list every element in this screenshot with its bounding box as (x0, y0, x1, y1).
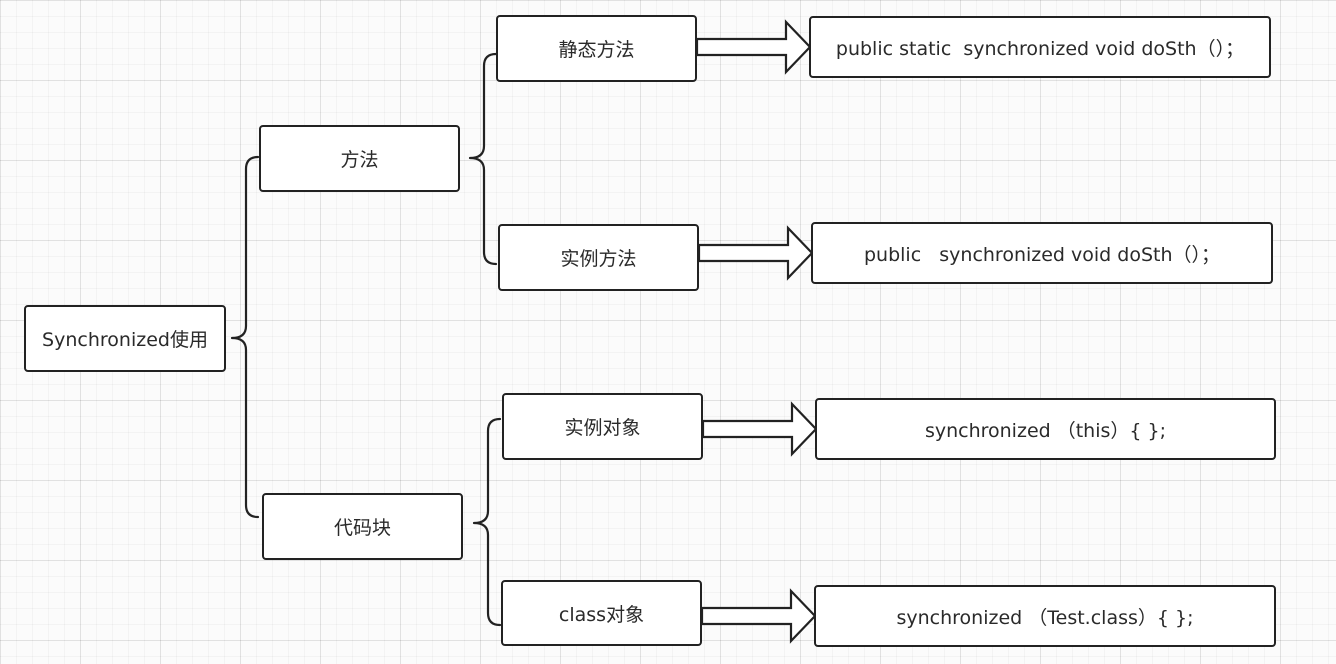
arrow-static-method (695, 19, 812, 75)
brace-code-block (472, 417, 502, 627)
arrow-class-object (700, 588, 817, 644)
root-node: Synchronized使用 (24, 305, 226, 372)
instance-method-node: 实例方法 (498, 224, 699, 291)
arrow-instance-method (697, 225, 814, 281)
instance-method-label: 实例方法 (560, 248, 637, 270)
brace-root (230, 155, 260, 519)
instance-object-code: synchronized （this）{ }; (924, 419, 1167, 442)
instance-object-label: 实例对象 (564, 417, 641, 439)
static-method-code: public static synchronized void doSth（）； (835, 37, 1245, 60)
root-label: Synchronized使用 (42, 329, 208, 351)
code-block-node: 代码块 (262, 493, 463, 560)
static-method-label: 静态方法 (558, 39, 635, 61)
class-object-code: synchronized （Test.class）{ }; (896, 606, 1194, 629)
instance-method-code: public synchronized void doSth（）； (863, 243, 1221, 266)
static-method-node: 静态方法 (496, 15, 697, 82)
arrow-instance-object (701, 401, 818, 457)
instance-object-code-node: synchronized （this）{ }; (815, 398, 1276, 460)
instance-object-node: 实例对象 (502, 393, 703, 460)
class-object-label: class对象 (558, 603, 645, 626)
static-method-code-node: public static synchronized void doSth（）； (809, 16, 1271, 78)
class-object-code-node: synchronized （Test.class）{ }; (814, 585, 1276, 647)
brace-method (468, 52, 498, 266)
code-block-label: 代码块 (333, 517, 391, 539)
class-object-node: class对象 (501, 580, 702, 646)
instance-method-code-node: public synchronized void doSth（）； (811, 222, 1273, 284)
method-node: 方法 (259, 125, 460, 192)
method-label: 方法 (340, 149, 379, 171)
